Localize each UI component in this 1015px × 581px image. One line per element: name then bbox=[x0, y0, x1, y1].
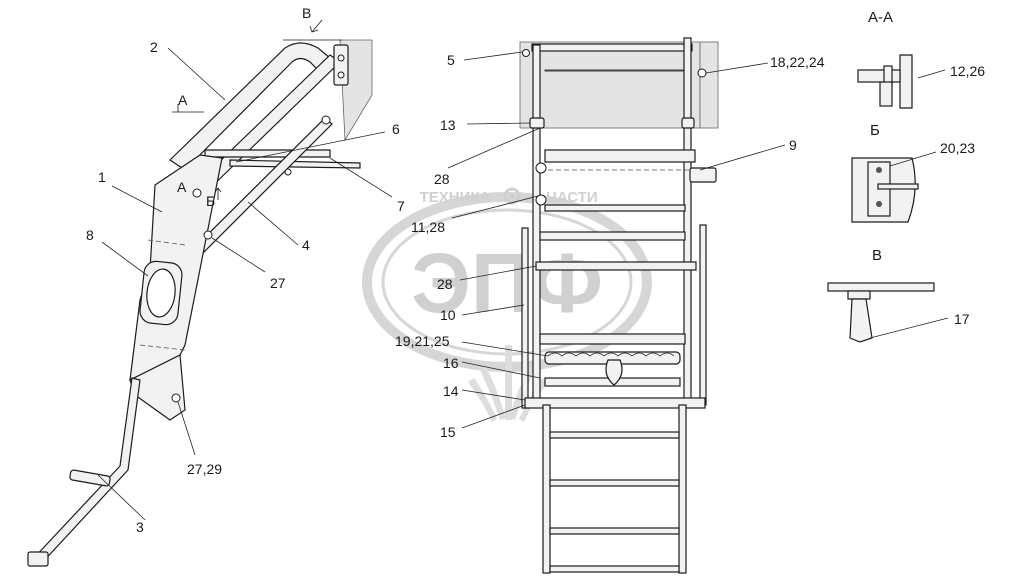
view-marker-v: В bbox=[302, 5, 311, 21]
side-foot-step bbox=[69, 469, 111, 487]
detail-b: Б 20,23 bbox=[851, 122, 975, 223]
front-top-right-bolt bbox=[697, 68, 707, 78]
side-view-labels: 2 6 7 4 1 8 27 27,29 3 А А Б В bbox=[86, 5, 405, 535]
detail-v-plate bbox=[827, 282, 935, 292]
watermark-logo-text: ЭПФ bbox=[411, 236, 603, 330]
detail-aa-tube bbox=[879, 81, 893, 107]
front-left-rail bbox=[532, 44, 541, 406]
front-platform-lower bbox=[544, 204, 686, 212]
front-step-5 bbox=[524, 397, 706, 409]
detail-b-bolt-bottom bbox=[876, 201, 882, 207]
side-brace-joint bbox=[321, 115, 331, 125]
detail-aa: А-А 12,26 bbox=[857, 9, 985, 109]
side-top-pin bbox=[337, 54, 345, 62]
front-lower-step-1 bbox=[549, 431, 680, 439]
front-platform bbox=[544, 149, 696, 163]
callout-1: 1 bbox=[98, 169, 106, 185]
detail-aa-wall bbox=[899, 54, 913, 109]
side-platform-step bbox=[229, 159, 361, 169]
side-view bbox=[27, 39, 373, 567]
callout-7: 7 bbox=[397, 198, 405, 214]
callout-27-29: 27,29 bbox=[187, 461, 222, 477]
front-cab-upper-rail bbox=[531, 43, 693, 52]
callout-11-28: 11,28 bbox=[411, 219, 445, 235]
callout-4: 4 bbox=[302, 237, 310, 253]
callout-2: 2 bbox=[150, 39, 158, 55]
front-step-3-tread bbox=[547, 352, 675, 357]
front-crossbar bbox=[535, 261, 697, 271]
callout-27: 27 bbox=[270, 275, 286, 291]
section-title-b: Б bbox=[870, 122, 880, 139]
callout-16: 16 bbox=[443, 355, 459, 371]
callout-9: 9 bbox=[789, 137, 797, 153]
side-panel-dash-1 bbox=[147, 239, 186, 246]
detail-v: В 17 bbox=[827, 247, 970, 343]
side-brace-joint-2 bbox=[284, 168, 292, 176]
section-marker-a-bottom: А bbox=[177, 179, 187, 195]
section-marker-b: Б bbox=[206, 193, 215, 209]
front-left-hinge-2 bbox=[535, 194, 547, 206]
callout-12-26: 12,26 bbox=[950, 63, 985, 79]
front-cab-block-right bbox=[699, 41, 719, 129]
callout-18-22-24: 18,22,24 bbox=[770, 54, 825, 70]
front-top-left-bolt bbox=[522, 49, 530, 57]
front-lower-step-3 bbox=[549, 527, 680, 535]
front-mid-right-clamp bbox=[681, 117, 695, 129]
front-right-strut bbox=[699, 224, 707, 406]
callout-28-mid: 28 bbox=[437, 276, 453, 292]
callout-5: 5 bbox=[447, 52, 455, 68]
callout-19-21-25: 19,21,25 bbox=[395, 333, 450, 349]
side-upper-bolt bbox=[192, 188, 202, 198]
side-mid-bolt bbox=[203, 230, 213, 240]
side-oval-window bbox=[146, 268, 176, 318]
front-lamp bbox=[605, 359, 623, 386]
front-view-labels: 5 18,22,24 13 9 28 11,28 28 10 19,21,25 … bbox=[395, 51, 825, 440]
callout-28-top: 28 bbox=[434, 171, 450, 187]
watermark-brand-left: ТЕХНИКА bbox=[420, 189, 491, 206]
section-marker-a-top: А bbox=[178, 92, 188, 108]
callout-6: 6 bbox=[392, 121, 400, 137]
callout-20-23: 20,23 bbox=[940, 140, 975, 156]
section-title-v: В bbox=[872, 247, 882, 264]
front-mid-left-clamp bbox=[529, 117, 545, 129]
callout-14: 14 bbox=[443, 383, 459, 399]
section-title-aa: А-А bbox=[868, 9, 893, 26]
side-lower-bolt bbox=[171, 393, 181, 403]
watermark: ЭПФ ТЕХНИКА ЧАСТИ bbox=[362, 187, 652, 422]
front-lower-step-2 bbox=[549, 479, 680, 487]
front-view bbox=[519, 37, 719, 574]
detail-b-bolt-top bbox=[876, 167, 882, 173]
front-lower-step-4 bbox=[549, 565, 680, 573]
watermark-brand-right: ЧАСТИ bbox=[546, 189, 597, 206]
front-left-strut bbox=[521, 227, 529, 409]
callout-17: 17 bbox=[954, 311, 970, 327]
front-cab-block bbox=[519, 41, 701, 129]
side-bottom-foot bbox=[27, 551, 49, 567]
side-lower-bar bbox=[31, 377, 141, 566]
callout-13: 13 bbox=[440, 117, 456, 133]
detail-b-rod bbox=[877, 183, 919, 190]
section-b-arrow bbox=[214, 187, 222, 200]
detail-v-handle bbox=[849, 298, 873, 343]
front-left-hinge bbox=[535, 162, 547, 174]
detail-aa-bracket bbox=[857, 69, 901, 83]
front-right-rail bbox=[683, 37, 692, 407]
front-step-2 bbox=[539, 333, 686, 345]
callout-15: 15 bbox=[440, 424, 456, 440]
front-lower-left-rail bbox=[542, 404, 551, 574]
callout-10: 10 bbox=[440, 307, 456, 323]
front-latch bbox=[689, 167, 717, 183]
detail-v-mount bbox=[847, 290, 871, 300]
callout-8: 8 bbox=[86, 227, 94, 243]
front-step-1 bbox=[539, 231, 686, 241]
view-v-arrow bbox=[309, 19, 323, 33]
front-lower-right-rail bbox=[678, 404, 687, 574]
side-top-bracket bbox=[333, 44, 349, 86]
side-top-pin-2 bbox=[337, 71, 345, 79]
callout-3: 3 bbox=[136, 519, 144, 535]
